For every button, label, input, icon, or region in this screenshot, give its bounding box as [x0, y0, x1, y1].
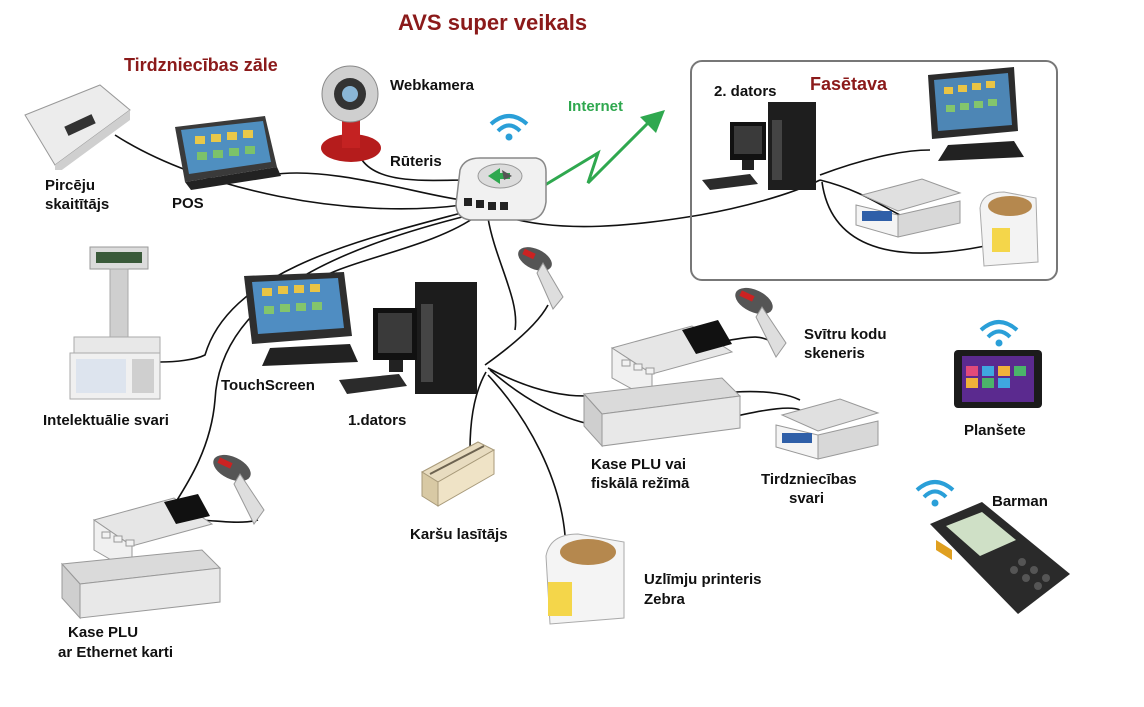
- customer-counter-label-line2: skaitītājs: [45, 196, 110, 213]
- barman-wifi-icon: [915, 480, 955, 507]
- barman-label: Barman: [992, 493, 1048, 510]
- barcode-scanner-fiscal-icon: [735, 287, 787, 358]
- customer-counter-label-line1: Pircēju: [45, 177, 96, 194]
- router-icon: [455, 157, 547, 221]
- internet-label: Internet: [568, 98, 624, 115]
- card-reader-icon: [421, 441, 496, 507]
- computer1-label: 1.dators: [348, 412, 407, 429]
- trade-scale-label-line1: Tirdzniecības: [761, 471, 857, 488]
- zebra-label-printer-icon: [545, 533, 625, 625]
- packing-scale-icon: [855, 178, 962, 238]
- barcode-scanner-icon: [518, 247, 564, 310]
- webcam-icon: [321, 65, 381, 162]
- zebra-printer-label-line1: Uzlīmju printeris: [644, 571, 762, 588]
- webcam-label: Webkamera: [390, 77, 474, 94]
- trade-scale-icon: [775, 398, 880, 460]
- barcode-scanner-label-line2: skeneris: [804, 345, 865, 362]
- tablet-label: Planšete: [964, 422, 1026, 439]
- computer2-label: 2. dators: [714, 83, 777, 100]
- barcode-scanner-eth-icon: [213, 454, 265, 525]
- smart-scale-label: Intelektuālie svari: [43, 412, 169, 429]
- packing-zone-box: [690, 60, 1058, 281]
- cash-register-ethernet-icon: [60, 494, 222, 620]
- zone-title-sales-hall: Tirdzniecības zāle: [124, 55, 278, 75]
- packing-touch-monitor-icon: [928, 67, 1024, 161]
- tablet-wifi-icon: [979, 320, 1019, 347]
- cash-register-fiscal-icon: [582, 320, 742, 448]
- zone-title-packing: Fasētava: [810, 74, 888, 94]
- router-label: Rūteris: [390, 153, 442, 170]
- barman-handheld-icon: [930, 502, 1070, 614]
- computer1-icon: [339, 282, 477, 394]
- barcode-scanner-label-line1: Svītru kodu: [804, 326, 887, 343]
- cash-eth-label-line2: ar Ethernet karti: [58, 644, 174, 661]
- internet-link-icon: [544, 110, 665, 187]
- pos-terminal-icon: [175, 116, 281, 190]
- computer2-icon: [702, 102, 816, 190]
- pos-label: POS: [172, 195, 204, 212]
- touchscreen-icon: [244, 272, 358, 366]
- zebra-printer-label-line2: Zebra: [644, 591, 685, 608]
- smart-scale-icon: [69, 246, 161, 400]
- customer-counter-icon: [24, 84, 131, 170]
- router-wifi-icon: [489, 114, 529, 141]
- tablet-icon: [954, 350, 1042, 408]
- cash-fiscal-label-line2: fiskālā režīmā: [591, 475, 690, 492]
- card-reader-label: Karšu lasītājs: [410, 526, 508, 543]
- packing-label-printer-icon: [979, 191, 1039, 267]
- diagram-title: AVS super veikals: [398, 10, 588, 35]
- trade-scale-label-line2: svari: [789, 490, 825, 507]
- cash-eth-label-line1: Kase PLU: [68, 624, 139, 641]
- touchscreen-label: TouchScreen: [221, 377, 315, 394]
- cash-fiscal-label-line1: Kase PLU vai: [591, 456, 687, 473]
